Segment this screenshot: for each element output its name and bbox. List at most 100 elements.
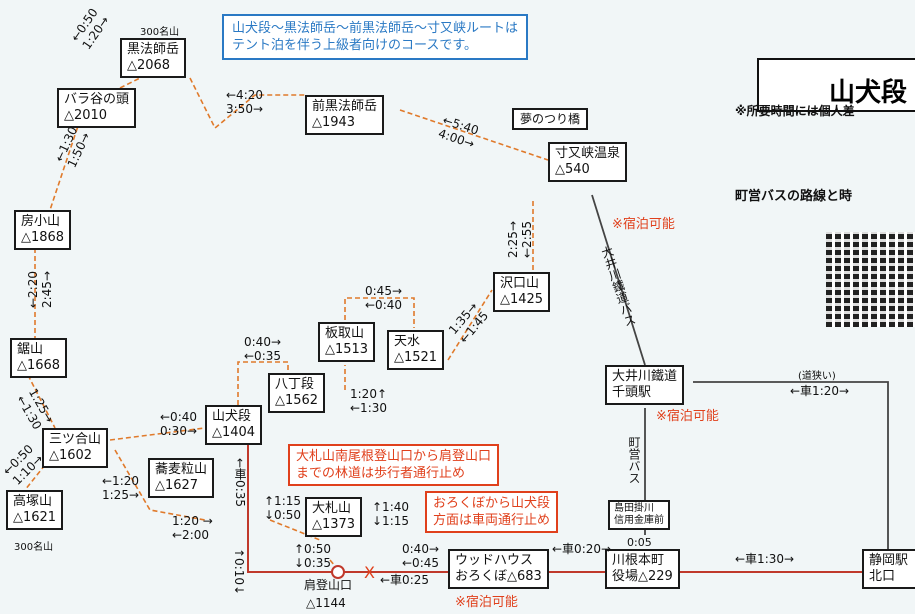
peak-kawanehoncho[interactable]: 川根本町 役場△229 <box>605 549 680 589</box>
road-time-5: ←車1:20→ <box>790 384 850 398</box>
trail-sanken-hatcho <box>237 361 289 405</box>
peak-sumatakyo[interactable]: 寸又峡温泉 △540 <box>548 142 628 182</box>
vehicle-closed-text: おろくぼから山犬段 <box>433 496 551 511</box>
time-sanken-hatcho: 0:40→←0:35 <box>244 335 281 363</box>
peak-name: 天水 <box>394 334 421 349</box>
time-a: 2:25→ <box>506 220 520 258</box>
road-time-1: ←車0:25 <box>380 573 430 587</box>
time-b: ←2:55 <box>520 220 534 258</box>
time-a: ←2:20 <box>26 270 40 308</box>
peak-name: ウッドハウス <box>455 553 534 568</box>
route-warning-text: 山犬段〜黒法師岳〜前黒法師岳〜寸又峡ルートは <box>232 21 519 36</box>
vehicle-closed-text-2: 方面は車両通行止め <box>433 513 551 528</box>
time-b: 2:45→ <box>40 270 54 308</box>
time-a: 1:20↑ <box>350 387 388 401</box>
peak-nokogiri[interactable]: 鋸山 △1668 <box>10 338 68 378</box>
bus-dep-time: 0:05 <box>627 536 652 549</box>
peak-elev: △1943 <box>312 115 356 130</box>
peak-name: 前黒法師岳 <box>312 99 378 114</box>
peak-elev: △1668 <box>17 358 61 373</box>
peak-sankendan[interactable]: 山犬段 △1404 <box>205 405 263 445</box>
station-shizuoka[interactable]: 静岡駅 北口 <box>862 549 915 589</box>
bus-senzu-sumata <box>591 194 646 366</box>
peak-name: 八丁段 <box>275 377 315 392</box>
peak-sobatsubu[interactable]: 蕎麦粒山 △1627 <box>148 458 215 498</box>
station-senzu[interactable]: 大井川鐵道 千頭駅 <box>605 365 685 405</box>
peak-name: バラ谷の頭 <box>64 92 130 107</box>
time-a: ←0:40 <box>160 410 198 424</box>
time-b: 1:25→ <box>102 488 140 502</box>
peak-elev: 役場△229 <box>612 569 673 584</box>
peak-name: 蕎麦粒山 <box>155 462 208 477</box>
peak-maekurohoshi[interactable]: 前黒法師岳 △1943 <box>305 95 385 135</box>
forest-road-closed-note: 大札山南尾根登山口から肩登山口 までの林道は歩行者通行止め <box>288 444 500 486</box>
time-a: 1:20 → <box>172 514 213 528</box>
time-a: 0:45→ <box>365 284 403 298</box>
time-b: ←1:30 <box>350 401 388 415</box>
peak-name: 房小山 <box>21 214 61 229</box>
time-a: ↑1:15 <box>264 494 302 508</box>
time-b: ↓0:50 <box>264 508 302 522</box>
narrow-road-note: (道狭い) <box>798 371 836 382</box>
time-b: 3:50→ <box>226 102 264 116</box>
peak-elev: △1373 <box>312 517 356 532</box>
peak-itadori[interactable]: 板取山 △1513 <box>318 322 376 362</box>
peak-elev: 千頭駅 <box>612 385 652 400</box>
bus-stop-text-2: 信用金庫前 <box>614 515 664 526</box>
peak-elev: △1627 <box>155 478 199 493</box>
trail-noko-mitsu <box>27 374 56 429</box>
peak-sawaguchi[interactable]: 沢口山 △1425 <box>493 272 551 312</box>
lodging-senzu: ※宿泊可能 <box>656 409 719 424</box>
time-hatcho-itadori: 1:20↑←1:30 <box>350 387 387 415</box>
bus-stop-label: 島田掛川 信用金庫前 <box>608 500 670 530</box>
route-warning-note: 山犬段〜黒法師岳〜前黒法師岳〜寸又峡ルートは テント泊を伴う上級者向けのコースで… <box>222 14 529 60</box>
time-a: ←1:20 <box>102 474 140 488</box>
road-time-4: ←車1:30→ <box>735 552 795 566</box>
peak-elev: おろくぼ△683 <box>455 569 542 584</box>
time-note: ※所要時間には個人差 <box>735 104 855 118</box>
rail-senzu-shizuoka <box>693 381 889 550</box>
time-sawa-sumata: 2:25→←2:55 <box>506 221 534 258</box>
peak-takatsuka[interactable]: 高塚山 △1621 <box>6 490 64 530</box>
peak-hatchodan[interactable]: 八丁段 △1562 <box>268 373 326 413</box>
peak-name: 高塚山 <box>13 494 53 509</box>
page-title: 山犬段 <box>757 58 915 112</box>
kata-trailhead-elev: △1144 <box>306 596 346 610</box>
qr-code[interactable] <box>826 232 915 327</box>
peak-elev: △1868 <box>21 230 65 245</box>
time-a: ↑1:40 <box>372 500 410 514</box>
peak-mitsuai[interactable]: 三ツ合山 △1602 <box>42 428 109 468</box>
peak-tensui[interactable]: 天水 △1521 <box>387 330 445 370</box>
lodging-sumata: ※宿泊可能 <box>612 217 675 232</box>
time-oofuda-kata: ↑0:50↓0:35 <box>294 542 331 570</box>
peak-elev: △540 <box>555 162 590 177</box>
time-road-010: ↑0:10↓ <box>232 548 246 596</box>
route-warning-text-2: テント泊を伴う上級者向けのコースです。 <box>232 38 478 53</box>
peak-name: 川根本町 <box>612 553 665 568</box>
trail-kurohoshi-mae <box>189 77 305 130</box>
time-b: 0:30→ <box>160 424 198 438</box>
trail-mitsu-taka <box>24 464 46 491</box>
kata-trailhead-label: 肩登山口 <box>304 578 353 592</box>
peak-oofuda[interactable]: 大札山 △1373 <box>305 497 363 537</box>
trail-oofuda-kata <box>329 559 341 573</box>
time-a: ↑0:50 <box>294 542 332 556</box>
peak-baradani[interactable]: バラ谷の頭 △2010 <box>57 88 137 128</box>
peak-elev: △1404 <box>212 425 256 440</box>
bus-note: 町営バスの路線と時 <box>735 189 853 204</box>
trail-mitsu-soba <box>114 449 206 521</box>
time-b: ←0:40 <box>365 298 403 312</box>
bus-stop-text: 島田掛川 <box>614 503 654 514</box>
trail-tensui-sawa <box>447 289 493 361</box>
peak-name: 山犬段 <box>212 409 252 424</box>
peak-woodhouse[interactable]: ウッドハウス おろくぼ△683 <box>448 549 549 589</box>
peak-elev: 北口 <box>869 569 896 584</box>
vehicle-closed-note: おろくぼから山犬段 方面は車両通行止め <box>425 491 559 533</box>
road-time-3: ←車0:20→ <box>552 542 612 556</box>
peak-kurohoshi[interactable]: 黒法師岳 △2068 <box>120 38 187 78</box>
peak-fusakoyama[interactable]: 房小山 △1868 <box>14 210 72 250</box>
